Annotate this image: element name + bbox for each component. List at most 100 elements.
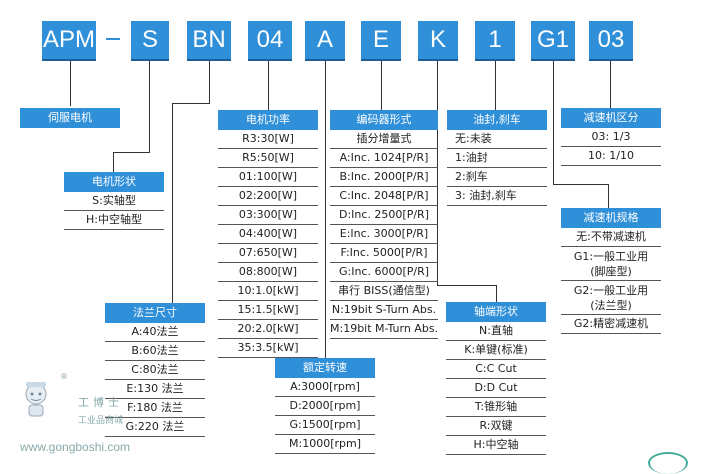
seal-brake-row: 1:油封 xyxy=(447,149,547,168)
connector-bn-v xyxy=(172,103,173,308)
mascot-logo-icon xyxy=(25,382,47,417)
power-row: 20:2.0[kW] xyxy=(218,320,318,339)
encoder-row: E:Inc. 3000[P/R] xyxy=(330,225,438,244)
flange-size-header: 法兰尺寸 xyxy=(105,303,205,323)
shaft-end-row: T:锥形轴 xyxy=(446,398,546,417)
power-row: 02:200[W] xyxy=(218,187,318,206)
speed-row: D:2000[rpm] xyxy=(275,397,375,416)
code-box-apm: APM xyxy=(42,21,96,61)
connector-g1 xyxy=(553,61,554,184)
flange-row: B:60法兰 xyxy=(105,342,205,361)
power-row: R5:50[W] xyxy=(218,149,318,168)
power-row: 15:1.5[kW] xyxy=(218,301,318,320)
connector-e xyxy=(381,61,382,111)
reducer-spec-row: G1:一般工业用 (脚座型) xyxy=(561,247,661,281)
connector-1 xyxy=(495,61,496,111)
code-box-bn: BN xyxy=(187,21,231,61)
power-row: 01:100[W] xyxy=(218,168,318,187)
connector-04 xyxy=(268,61,269,111)
power-row: 07:650[W] xyxy=(218,244,318,263)
shaft-end-row: K:单键(标准) xyxy=(446,341,546,360)
seal-brake-row: 3: 油封,刹车 xyxy=(447,187,547,206)
connector-03 xyxy=(610,61,611,108)
power-row: 08:800[W] xyxy=(218,263,318,282)
seal-brake-header: 油封,刹车 xyxy=(447,110,547,130)
power-row: 03:300[W] xyxy=(218,206,318,225)
shaft-end-row: N:直轴 xyxy=(446,322,546,341)
flange-row: C:80法兰 xyxy=(105,361,205,380)
reducer-class-header: 减速机区分 xyxy=(561,108,661,128)
connector-k xyxy=(437,61,438,286)
power-row: R3:30[W] xyxy=(218,130,318,149)
speed-row: A:3000[rpm] xyxy=(275,378,375,397)
code-box-a: A xyxy=(305,21,345,61)
motor-shape-row: H:中空轴型 xyxy=(64,211,164,230)
seal-brake-row: 2:刹车 xyxy=(447,168,547,187)
corner-logo-fragment xyxy=(648,452,688,474)
power-row: 10:1.0[kW] xyxy=(218,282,318,301)
connector-k-h xyxy=(437,285,497,286)
motor-shape-header: 电机形状 xyxy=(64,172,164,192)
connector-bn-h xyxy=(172,103,210,104)
encoder-row: D:Inc. 2500[P/R] xyxy=(330,206,438,225)
code-box-03: 03 xyxy=(589,21,633,61)
power-row: 35:3.5[kW] xyxy=(218,339,318,358)
reducer-spec-table: 无:不带减速机 G1:一般工业用 (脚座型) G2:一般工业用 (法兰型) G2… xyxy=(561,228,661,334)
connector-s xyxy=(149,61,150,152)
encoder-row: G:Inc. 6000[P/R] xyxy=(330,263,438,282)
shaft-end-header: 轴端形状 xyxy=(446,302,546,322)
shaft-end-row: D:D Cut xyxy=(446,379,546,398)
flange-row: A:40法兰 xyxy=(105,323,205,342)
watermark-url: www.gongboshi.com xyxy=(20,440,131,454)
code-box-s: S xyxy=(131,21,169,61)
connector-g1-h xyxy=(553,184,608,185)
reducer-spec-header: 减速机规格 xyxy=(561,208,661,228)
watermark-subtitle: 工业品商城 xyxy=(78,416,124,426)
power-row: 04:400[W] xyxy=(218,225,318,244)
encoder-row: B:Inc. 2000[P/R] xyxy=(330,168,438,187)
encoder-row: C:Inc. 2048[P/R] xyxy=(330,187,438,206)
encoder-row: 串行 BISS(通信型) xyxy=(330,282,438,301)
servo-motor-header: 伺服电机 xyxy=(20,108,120,128)
code-box-k: K xyxy=(418,21,458,61)
watermark-registered: ® xyxy=(60,372,68,381)
flange-row: E:130 法兰 xyxy=(105,380,205,399)
encoder-row: A:Inc. 1024[P/R] xyxy=(330,149,438,168)
code-separator xyxy=(106,38,120,40)
seal-brake-row: 无:未装 xyxy=(447,130,547,149)
motor-shape-row: S:实轴型 xyxy=(64,192,164,211)
encoder-row: F:Inc. 5000[P/R] xyxy=(330,244,438,263)
flange-row: G:220 法兰 xyxy=(105,418,205,437)
code-box-1: 1 xyxy=(475,21,515,61)
connector-k-v xyxy=(496,285,497,303)
connector-s-h xyxy=(113,152,150,153)
encoder-row: 插分增量式 xyxy=(330,130,438,149)
connector-a xyxy=(325,61,326,359)
reducer-spec-row: 无:不带减速机 xyxy=(561,228,661,247)
connector-s-v xyxy=(113,152,114,174)
encoder-row: M:19bit M-Turn Abs. xyxy=(330,320,438,339)
connector-bn xyxy=(209,61,210,103)
rated-speed-header: 额定转速 xyxy=(275,358,375,378)
shaft-end-table: N:直轴 K:单键(标准) C:C Cut D:D Cut T:锥形轴 R:双键… xyxy=(446,322,546,455)
code-box-g1: G1 xyxy=(531,21,575,61)
encoder-type-header: 编码器形式 xyxy=(330,110,438,130)
flange-size-table: A:40法兰 B:60法兰 C:80法兰 E:130 法兰 F:180 法兰 G… xyxy=(105,323,205,437)
watermark-brand: 工博士 xyxy=(78,396,123,409)
encoder-row: N:19bit S-Turn Abs. xyxy=(330,301,438,320)
speed-row: G:1500[rpm] xyxy=(275,416,375,435)
seal-brake-table: 无:未装 1:油封 2:刹车 3: 油封,刹车 xyxy=(447,130,547,206)
shaft-end-row: H:中空轴 xyxy=(446,436,546,455)
reducer-class-table: 03: 1/3 10: 1/10 xyxy=(561,128,661,166)
shaft-end-row: R:双键 xyxy=(446,417,546,436)
reducer-spec-row: G2:精密减速机 xyxy=(561,315,661,334)
motor-power-header: 电机功率 xyxy=(218,110,318,130)
motor-power-table: R3:30[W] R5:50[W] 01:100[W] 02:200[W] 03… xyxy=(218,130,318,358)
code-box-04: 04 xyxy=(248,21,292,61)
reducer-class-row: 03: 1/3 xyxy=(561,128,661,147)
flange-row: F:180 法兰 xyxy=(105,399,205,418)
reducer-spec-row: G2:一般工业用 (法兰型) xyxy=(561,281,661,315)
motor-shape-table: S:实轴型 H:中空轴型 xyxy=(64,192,164,230)
code-box-e: E xyxy=(361,21,401,61)
connector-apm xyxy=(70,61,71,106)
